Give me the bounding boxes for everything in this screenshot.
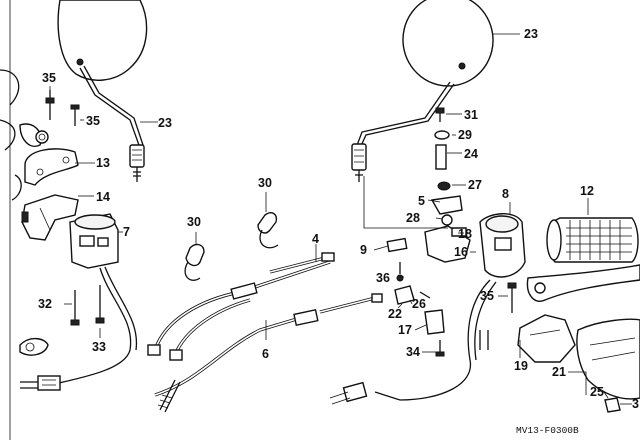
brake-lever [526,264,640,302]
callout-4: 4 [312,232,319,246]
callout-36: 36 [376,271,390,285]
diagram-code: MV13-F0300B [516,425,579,436]
callout-35-right: 35 [480,289,494,303]
callout-35-left-top: 35 [42,71,56,85]
callout-6: 6 [262,347,269,361]
bolts-32-33 [70,285,105,326]
callout-22: 22 [388,307,402,321]
cable-clip-lower-left [19,337,49,356]
callout-12: 12 [580,184,594,198]
nut-25 [604,397,621,413]
callout-16: 16 [454,245,468,259]
callout-23-right: 23 [524,27,538,41]
callout-26: 26 [412,297,426,311]
callout-31: 31 [464,108,478,122]
callout-21: 21 [552,365,566,379]
callout-29: 29 [458,128,472,142]
screw-35-right [507,282,517,313]
callout-27: 27 [468,178,482,192]
callout-5: 5 [418,194,425,208]
callout-33: 33 [92,340,106,354]
clamp-30-left [184,243,205,281]
callout-18: 18 [458,227,472,241]
callout-35-left: 35 [86,114,100,128]
left-switch-7 [20,213,138,391]
callout-13: 13 [96,156,110,170]
callout-32: 32 [38,297,52,311]
clamp-13 [24,148,79,186]
callout-23-left: 23 [158,116,172,130]
right-mirror [351,0,494,182]
holder-14 [21,194,79,241]
left-mirror [57,0,148,182]
callout-34: 34 [406,345,420,359]
callout-14: 14 [96,190,110,204]
right-centre-parts [363,107,471,357]
screw-35-left-group [45,90,80,126]
bracket-19 [517,314,576,363]
callout-25: 25 [590,385,604,399]
callout-9: 9 [360,243,367,257]
grip-12 [546,217,639,263]
callout-30-left: 30 [187,215,201,229]
callout-8: 8 [502,187,509,201]
left-edge-parts [0,0,49,440]
right-switch-8 [329,213,526,405]
callout-7: 7 [123,225,130,239]
callout-24: 24 [464,147,478,161]
callouts: 35 35 23 13 14 7 32 33 30 30 4 6 23 31 2… [38,27,639,411]
housing-21 [576,318,640,400]
callout-19: 19 [514,359,528,373]
callout-17: 17 [398,323,412,337]
clamp-30-right [257,212,279,249]
callout-30-right: 30 [258,176,272,190]
callout-3: 3 [632,397,639,411]
leader-lines [49,33,632,405]
callout-28: 28 [406,211,420,225]
